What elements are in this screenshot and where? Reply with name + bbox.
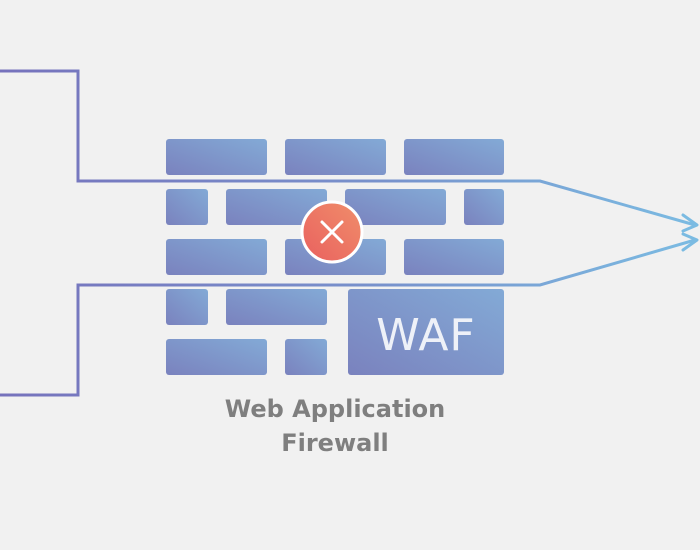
waf-brick (348, 289, 504, 375)
brick (345, 189, 446, 225)
brick (166, 289, 208, 325)
diagram-caption: Web Application Firewall (150, 392, 520, 460)
caption-line-1: Web Application (224, 395, 446, 423)
brick (404, 139, 504, 175)
waf-label: WAF (376, 310, 476, 361)
allowed-path-upper (0, 69, 696, 227)
brick (226, 189, 327, 225)
brick (285, 139, 386, 175)
brick (166, 339, 267, 375)
brick (285, 339, 327, 375)
caption-line-2: Firewall (281, 429, 389, 457)
brick (166, 139, 267, 175)
brick (166, 239, 267, 275)
brick (226, 289, 327, 325)
x-circle-icon (300, 200, 364, 264)
arrow-right-icon (681, 213, 699, 233)
brick (166, 189, 208, 225)
allowed-path-lower (0, 238, 696, 397)
brick (404, 239, 504, 275)
brick (464, 189, 504, 225)
arrow-right-icon (681, 232, 699, 252)
